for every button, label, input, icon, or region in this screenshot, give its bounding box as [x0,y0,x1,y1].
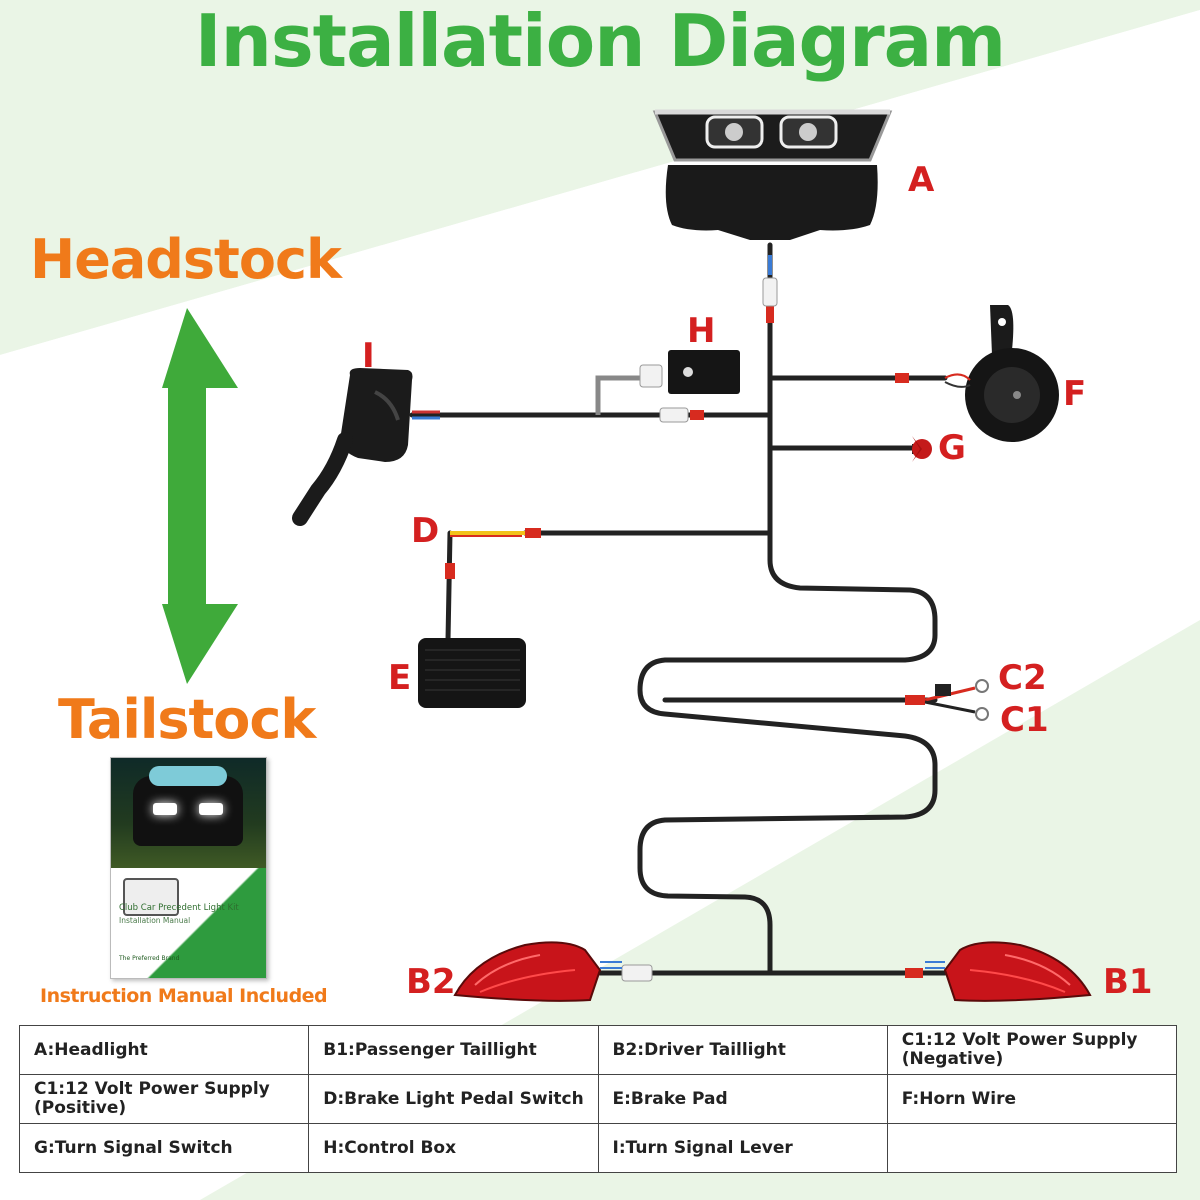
legend-cell [886,1123,1178,1173]
control-box-icon [668,350,740,394]
label-f: F [1063,374,1087,414]
legend-row: G:Turn Signal Switch H:Control Box I:Tur… [18,1123,1178,1173]
wiring-harness [409,242,948,976]
label-g: G [938,428,966,468]
legend-cell: B2:Driver Taillight [597,1025,888,1075]
legend-cell: H:Control Box [308,1123,599,1173]
taillight-icon [453,941,622,1002]
manual-caption: Instruction Manual Included [40,985,328,1007]
taillight-icon [925,941,1092,1002]
legend-cell: F:Horn Wire [886,1074,1178,1124]
turn-signal-lever-icon [292,368,440,526]
manual-brand: The Preferred Brand [119,955,180,962]
switch-knob-icon [912,436,932,462]
label-d: D [411,511,440,551]
brake-pad-icon [418,638,526,708]
control-box-wire [595,375,660,415]
label-b1: B1 [1103,962,1153,1002]
legend-cell: I:Turn Signal Lever [597,1123,888,1173]
legend-table: A:Headlight B1:Passenger Taillight B2:Dr… [18,1025,1178,1173]
label-a: A [908,160,935,200]
legend-cell: D:Brake Light Pedal Switch [308,1074,599,1124]
instruction-manual-image: Club Car Precedent Light Kit Installatio… [110,757,267,979]
headstock-label: Headstock [30,228,342,291]
legend-cell: E:Brake Pad [597,1074,888,1124]
white-connectors [621,277,778,982]
headlight-icon [652,109,893,240]
label-b2: B2 [406,962,456,1002]
legend-row: C1:12 Volt Power Supply (Positive) D:Bra… [18,1074,1178,1124]
label-c1: C1 [1000,700,1049,740]
legend-row: A:Headlight B1:Passenger Taillight B2:Dr… [18,1025,1178,1075]
manual-subtitle: Installation Manual [119,916,191,925]
background-band-top [0,0,1200,355]
legend-cell: A:Headlight [18,1025,310,1075]
legend-cell: G:Turn Signal Switch [18,1123,310,1173]
golf-cart-icon [123,878,179,916]
legend-cell: C1:12 Volt Power Supply (Negative) [886,1025,1178,1075]
label-e: E [388,658,412,698]
power-supply-terminals [924,679,989,721]
legend-cell: B1:Passenger Taillight [308,1025,599,1075]
manual-cover-photo [111,758,266,868]
red-connectors [445,305,925,978]
label-h: H [687,311,716,351]
label-i: I [362,336,375,376]
horn-icon [944,305,1059,442]
tailstock-label: Tailstock [58,688,316,751]
legend-cell: C1:12 Volt Power Supply (Positive) [18,1074,310,1124]
manual-title: Club Car Precedent Light Kit [119,903,239,913]
label-c2: C2 [998,658,1047,698]
double-arrow-icon [162,308,238,684]
page-title: Installation Diagram [194,0,1006,83]
